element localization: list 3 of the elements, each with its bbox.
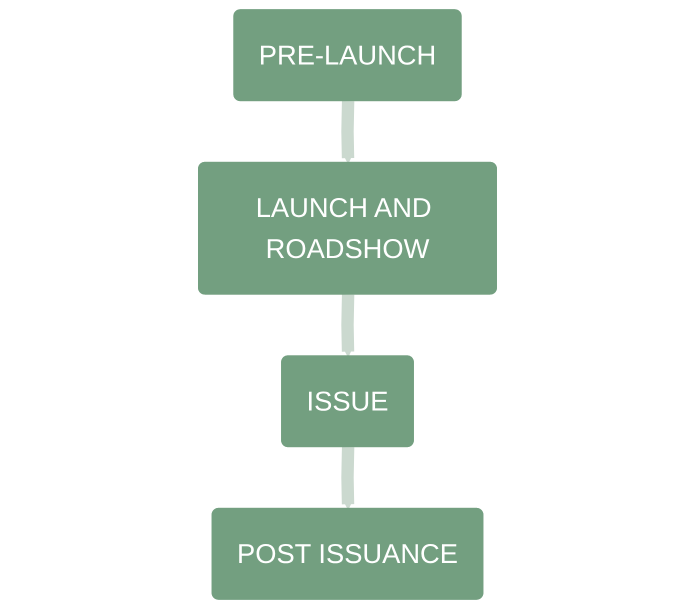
arrow <box>341 447 354 510</box>
arrow <box>341 294 354 358</box>
arrow <box>341 100 354 164</box>
